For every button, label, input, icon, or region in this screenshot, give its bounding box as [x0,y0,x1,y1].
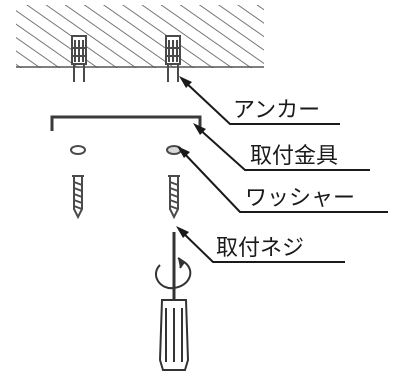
label-anchor: アンカー [233,98,320,123]
leader-washer-arrowhead [177,146,190,158]
anchor-left [71,35,87,82]
leader-anchor-arrowhead [179,76,192,88]
mounting-bracket [50,115,202,131]
ceiling [16,5,264,68]
leader-screw-arrowhead [176,226,189,238]
label-washer: ワッシャー [245,186,355,211]
screw-left [72,175,84,220]
leader-washer [180,149,388,213]
leader-bracket-arrowhead [193,123,206,135]
leader-anchor [182,79,340,125]
label-bracket: 取付金具 [250,144,338,169]
anchor-right [165,35,181,82]
screw-right [168,175,180,220]
leader-bracket [196,126,370,171]
screwdriver [158,232,190,371]
leader-screw [179,229,345,263]
label-screw: 取付ネジ [216,236,304,261]
rotation-arrow-icon [155,257,192,290]
washer-left [70,145,86,155]
